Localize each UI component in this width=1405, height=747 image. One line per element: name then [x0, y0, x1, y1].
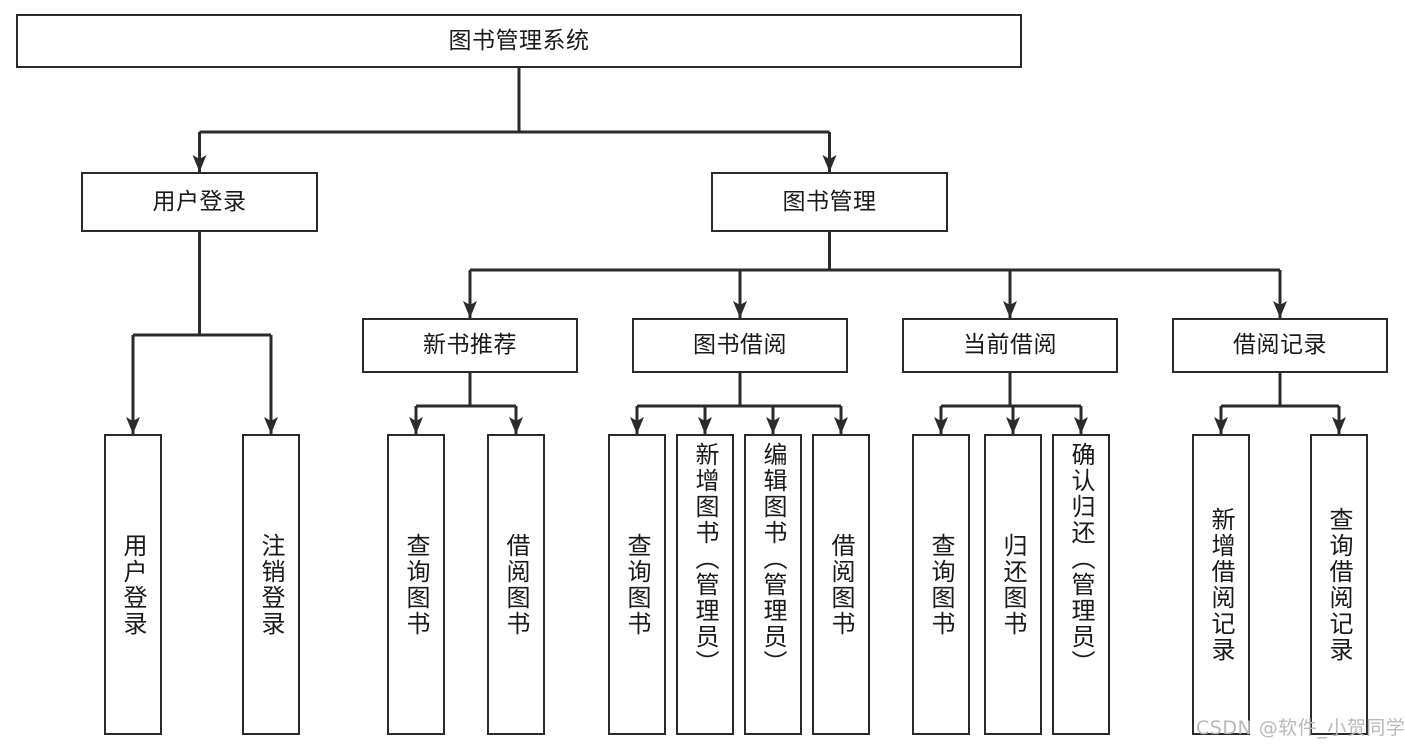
node-label: 新增借阅记录: [1207, 506, 1235, 663]
arrowhead-user-login: [192, 155, 207, 172]
node-label: 归还图书: [999, 532, 1027, 637]
node-label: 编辑图书（管理员）: [759, 442, 787, 676]
node-label: 当前借阅: [963, 332, 1057, 359]
node-current-borrow[interactable]: 当前借阅: [902, 318, 1118, 373]
node-leaf-query-book-1[interactable]: 查询图书: [387, 434, 445, 735]
arrowhead-leaf-logout: [264, 417, 278, 434]
arrowhead-book-borrow: [733, 301, 747, 318]
arrowhead-leaf-add-book: [698, 417, 712, 434]
node-label: 图书管理: [782, 188, 877, 215]
node-label: 图书借阅: [693, 332, 787, 359]
node-leaf-logout[interactable]: 注销登录: [242, 434, 300, 735]
arrowhead-leaf-confirm-return: [1074, 417, 1088, 434]
arrowhead-leaf-query-book-2: [630, 417, 644, 434]
node-leaf-add-book[interactable]: 新增图书（管理员）: [676, 434, 734, 735]
arrowhead-leaf-borrow-book-2: [834, 417, 848, 434]
arrowhead-leaf-user-login: [126, 417, 140, 434]
node-label: 新增图书（管理员）: [691, 442, 719, 676]
node-new-book-rec[interactable]: 新书推荐: [362, 318, 578, 373]
arrowhead-leaf-add-record: [1214, 417, 1228, 434]
arrowhead-leaf-query-book-3: [934, 417, 948, 434]
node-leaf-borrow-book-2[interactable]: 借阅图书: [812, 434, 870, 735]
node-label: 确认归还（管理员）: [1067, 442, 1095, 676]
arrowhead-leaf-borrow-book-1: [509, 417, 523, 434]
node-label: 查询图书: [623, 532, 651, 637]
node-book-admin[interactable]: 图书管理: [711, 172, 948, 232]
node-user-login[interactable]: 用户登录: [81, 172, 318, 232]
node-leaf-user-login[interactable]: 用户登录: [104, 434, 162, 735]
node-root[interactable]: 图书管理系统: [16, 14, 1022, 68]
arrowhead-leaf-edit-book: [766, 417, 780, 434]
node-leaf-query-book-2[interactable]: 查询图书: [608, 434, 666, 735]
node-leaf-query-book-3[interactable]: 查询图书: [912, 434, 970, 735]
node-leaf-borrow-book-1[interactable]: 借阅图书: [487, 434, 545, 735]
node-label: 图书管理系统: [448, 27, 590, 54]
node-book-borrow[interactable]: 图书借阅: [632, 318, 848, 373]
node-label: 借阅图书: [827, 532, 855, 637]
watermark-label: CSDN @软件_小贺同学: [1196, 717, 1405, 739]
arrowhead-new-book-rec: [463, 301, 477, 318]
node-leaf-add-record[interactable]: 新增借阅记录: [1192, 434, 1250, 735]
node-label: 注销登录: [257, 532, 285, 637]
arrowhead-leaf-return-book: [1006, 417, 1020, 434]
arrowhead-book-admin: [822, 155, 837, 172]
node-label: 查询借阅记录: [1325, 506, 1353, 663]
node-leaf-edit-book[interactable]: 编辑图书（管理员）: [744, 434, 802, 735]
arrowhead-leaf-query-record: [1332, 417, 1346, 434]
node-label: 用户登录: [119, 532, 147, 637]
arrowhead-borrow-record: [1273, 301, 1287, 318]
node-label: 借阅记录: [1233, 332, 1327, 359]
node-label: 查询图书: [402, 532, 430, 637]
node-label: 查询图书: [927, 532, 955, 637]
arrowhead-current-borrow: [1003, 301, 1017, 318]
node-leaf-confirm-return[interactable]: 确认归还（管理员）: [1052, 434, 1110, 735]
node-leaf-return-book[interactable]: 归还图书: [984, 434, 1042, 735]
arrowhead-leaf-query-book-1: [409, 417, 423, 434]
node-borrow-record[interactable]: 借阅记录: [1172, 318, 1388, 373]
node-leaf-query-record[interactable]: 查询借阅记录: [1310, 434, 1368, 735]
node-label: 借阅图书: [502, 532, 530, 637]
node-label: 新书推荐: [423, 332, 517, 359]
node-label: 用户登录: [152, 188, 247, 215]
